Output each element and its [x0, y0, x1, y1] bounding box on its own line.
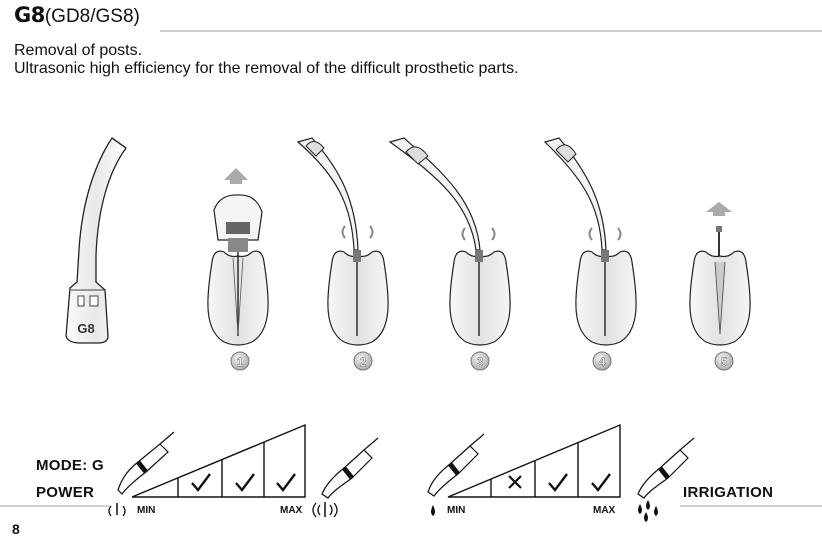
irrigation-label: IRRIGATION [683, 484, 774, 501]
footer-rule-right [680, 505, 822, 507]
power-label: POWER [36, 484, 95, 501]
header-rule [160, 30, 822, 32]
step-4-illustration [543, 137, 637, 346]
step-badge-4 [592, 351, 612, 371]
g8-tip-illustration: G8 [65, 137, 127, 344]
irrigation-level-2-check-icon [548, 473, 568, 492]
step-number-1: 1 [237, 355, 244, 369]
irrigation-level-3-check-icon [591, 473, 611, 492]
step-number-4: 4 [599, 355, 606, 369]
step-3-illustration [388, 137, 511, 346]
footer-rule-left [0, 505, 110, 507]
power-max-label: MAX [280, 505, 303, 516]
step-badge-3 [470, 351, 490, 371]
mode-label: MODE: G [36, 457, 104, 474]
power-min-label: MIN [137, 505, 156, 516]
step-number-3: 3 [477, 355, 484, 369]
power-level-2-check-icon [235, 473, 255, 492]
page-number: 8 [12, 521, 20, 537]
irrigation-min-label: MIN [447, 505, 466, 516]
description-line-2: Ultrasonic high efficiency for the remov… [14, 60, 519, 77]
irrigation-max-label: MAX [593, 505, 616, 516]
irrigation-level-1-cross-icon [508, 475, 522, 489]
description-line-1: Removal of posts. [14, 42, 143, 59]
power-scale [108, 423, 379, 518]
step-number-5: 5 [721, 355, 728, 369]
step-1-illustration [207, 168, 269, 346]
step-badge-1 [230, 351, 250, 371]
step-number-2: 2 [360, 355, 367, 369]
model-variants: (GD8/GS8) [44, 6, 140, 27]
power-level-1-check-icon [191, 473, 211, 492]
step-2-illustration [296, 137, 389, 346]
step-badge-2 [353, 351, 373, 371]
irrigation-scale [427, 423, 695, 522]
model-name: G8 [14, 3, 45, 27]
step-5-illustration [689, 202, 751, 346]
step-badge-5 [714, 351, 734, 371]
power-level-3-check-icon [276, 473, 296, 492]
product-title: G8(GD8/GS8) [14, 3, 140, 29]
tip-model-label: G8 [77, 321, 94, 336]
